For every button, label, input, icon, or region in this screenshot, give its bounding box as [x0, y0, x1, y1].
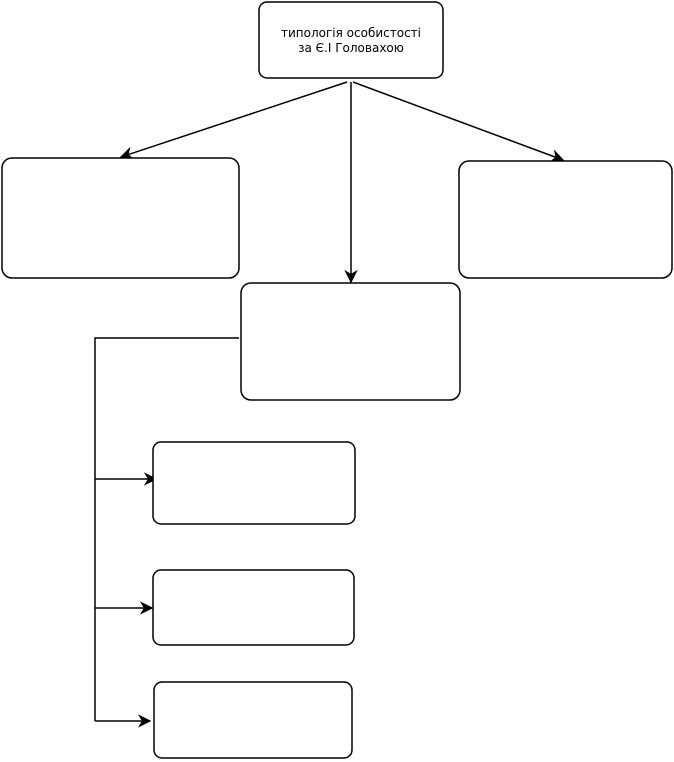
arrow-root-to-right — [352, 81, 565, 163]
sub-node-1 — [152, 441, 356, 525]
right-node — [458, 160, 673, 279]
arrow-root-to-left — [119, 81, 348, 160]
sub-node-2 — [152, 569, 355, 646]
sub-node-3 — [153, 681, 353, 759]
sub-node-3-box — [153, 681, 353, 759]
root-node-label-line1: типологія особистості — [281, 26, 421, 40]
sub-node-1-box — [152, 441, 356, 525]
sub-node-2-box — [152, 569, 355, 646]
right-node-box — [458, 160, 673, 279]
root-node-label-line2: за Є.І Головахою — [298, 41, 404, 55]
left-node — [1, 157, 240, 279]
root-node: типологія особистості за Є.І Головахою — [258, 1, 444, 79]
branch-connector — [94, 337, 239, 721]
center-node — [240, 282, 461, 401]
left-node-box — [1, 157, 240, 279]
root-node-box — [258, 1, 444, 79]
center-node-box — [240, 282, 461, 401]
